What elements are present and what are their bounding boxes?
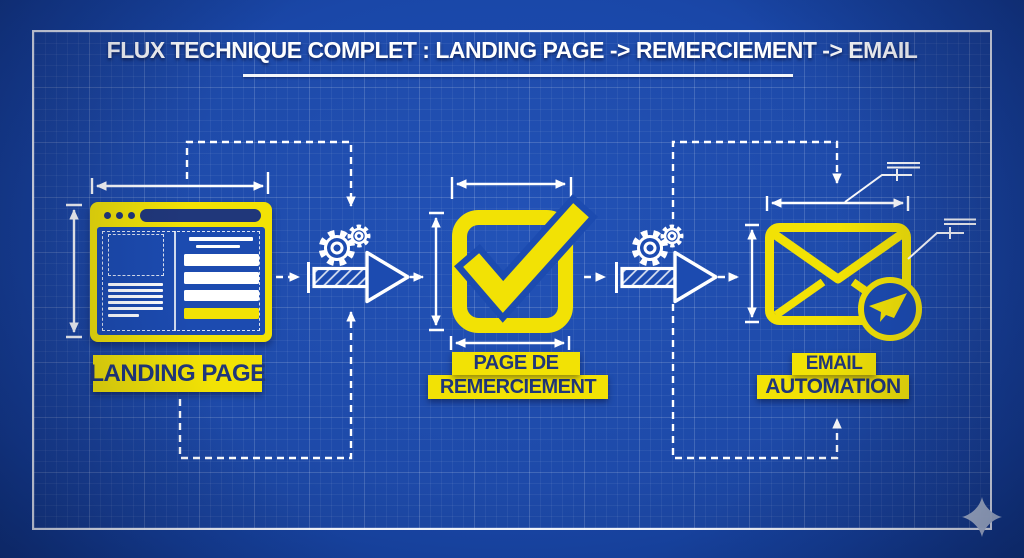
- form-field: [184, 290, 259, 301]
- heading-line: [189, 237, 253, 241]
- text-line: [108, 289, 163, 292]
- form-field: [184, 272, 259, 284]
- paper-plane-icon: [869, 293, 907, 322]
- title-underline: [243, 74, 793, 77]
- step-label-automation: AUTOMATION: [757, 375, 909, 399]
- annotation-callouts: [844, 162, 976, 260]
- text-line: [108, 301, 163, 304]
- content-divider: [174, 231, 176, 331]
- text-line: [108, 307, 163, 310]
- step-label-remerciement: REMERCIEMENT: [428, 375, 608, 399]
- step-label-landing-page: LANDING PAGE: [89, 355, 266, 392]
- blueprint-arrow-icon: [306, 250, 410, 304]
- content-dashed-border: [102, 231, 260, 331]
- browser-dot-icon: [128, 212, 135, 219]
- image-placeholder: [108, 234, 164, 276]
- form-field: [184, 254, 259, 266]
- step-label-email: EMAIL: [792, 353, 876, 375]
- email-send-icon: [765, 223, 922, 341]
- text-line: [108, 283, 163, 286]
- browser-window-icon: [90, 202, 272, 342]
- text-line: [108, 314, 139, 317]
- gears-icon: [319, 224, 371, 266]
- browser-dot-icon: [116, 212, 123, 219]
- cta-button-bar: [184, 308, 259, 319]
- page-title: FLUX TECHNIQUE COMPLET : LANDING PAGE ->…: [106, 37, 918, 63]
- checkbox-checkmark-icon: [452, 193, 599, 333]
- step-label-page-de: PAGE DE: [452, 352, 580, 375]
- browser-address-bar: [140, 209, 261, 222]
- text-line: [108, 295, 163, 298]
- browser-dot-icon: [104, 212, 111, 219]
- heading-line: [196, 245, 240, 248]
- browser-content: [97, 227, 265, 335]
- sparkle-logo-icon: [962, 497, 1002, 537]
- dimension-lines: [66, 172, 910, 350]
- dashed-route-lines: [178, 140, 842, 460]
- blueprint-arrow-icon: [614, 250, 718, 304]
